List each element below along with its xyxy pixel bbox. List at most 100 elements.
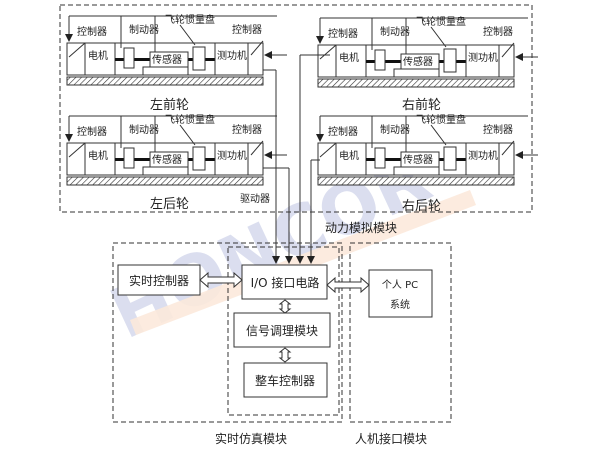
flywheel-icon bbox=[192, 146, 206, 171]
sensor-base bbox=[393, 166, 440, 176]
dyno-label: 测功机 bbox=[468, 51, 498, 64]
double-arrow-io-pc bbox=[326, 276, 370, 294]
controller-right-box bbox=[498, 142, 515, 176]
realtime-controller-label: 实时控制器 bbox=[129, 273, 189, 288]
controller-left-label: 控制器 bbox=[328, 27, 358, 40]
control-wires bbox=[320, 115, 528, 152]
flywheel-icon bbox=[192, 46, 206, 71]
realtime-controller-box bbox=[117, 264, 201, 296]
dyno-box bbox=[214, 42, 249, 76]
wheel-label-left-front: 左前轮 bbox=[150, 97, 189, 113]
controller-left-label: 控制器 bbox=[328, 125, 358, 138]
brake-label: 制动器 bbox=[129, 123, 159, 136]
flywheel-label: 飞轮惯量盘 bbox=[165, 113, 215, 126]
controller-left-label: 控制器 bbox=[77, 25, 107, 38]
io-frame bbox=[227, 246, 340, 416]
controller-right-box bbox=[247, 142, 264, 176]
control-wires bbox=[69, 115, 277, 152]
sensor-box bbox=[149, 151, 189, 168]
motor-label: 电机 bbox=[88, 49, 108, 62]
test-bench-right-front: 电机传感器测功机控制器制动器飞轮惯量盘控制器 bbox=[317, 15, 538, 88]
brake-icon bbox=[123, 47, 135, 69]
vehicle-controller-box bbox=[243, 362, 328, 398]
pc-label-1: 个人 PC bbox=[382, 279, 418, 291]
leader-line bbox=[430, 26, 447, 48]
brake-icon bbox=[374, 49, 386, 71]
brake-label: 制动器 bbox=[380, 25, 410, 38]
flywheel-icon bbox=[443, 146, 457, 171]
sensor-label: 传感器 bbox=[152, 53, 182, 66]
motor-label: 电机 bbox=[339, 51, 359, 64]
io-circuit-box bbox=[241, 264, 328, 300]
controller-right-box bbox=[498, 44, 515, 78]
controller-right-label: 控制器 bbox=[483, 25, 513, 38]
leader-line bbox=[68, 42, 86, 58]
vehicle-controller-label: 整车控制器 bbox=[255, 373, 315, 388]
double-arrow-rt-io bbox=[199, 271, 243, 289]
leader-line bbox=[501, 140, 515, 156]
motor-box bbox=[335, 44, 367, 78]
signal-lines bbox=[263, 54, 330, 264]
signal-conditioning-label: 信号调理模块 bbox=[246, 324, 318, 338]
controller-right-label: 控制器 bbox=[232, 123, 262, 136]
controller-left-box bbox=[317, 142, 337, 176]
controller-right-box bbox=[247, 42, 264, 76]
dyno-label: 测功机 bbox=[468, 149, 498, 162]
controller-left-label: 控制器 bbox=[77, 125, 107, 138]
realtime-sim-frame bbox=[112, 242, 343, 423]
flywheel-label: 飞轮惯量盘 bbox=[165, 13, 215, 26]
controller-right-label: 控制器 bbox=[483, 123, 513, 136]
dyno-label: 测功机 bbox=[217, 49, 247, 62]
motor-box bbox=[335, 142, 367, 176]
leader-line bbox=[319, 44, 337, 60]
motor-label: 电机 bbox=[339, 149, 359, 162]
sensor-base bbox=[142, 66, 189, 76]
sensor-label: 传感器 bbox=[152, 153, 182, 166]
brake-icon bbox=[374, 147, 386, 169]
flywheel-label: 飞轮惯量盘 bbox=[416, 15, 466, 28]
brake-icon bbox=[123, 147, 135, 169]
driver-label: 驱动器 bbox=[240, 193, 270, 205]
double-arrow-signal-vehicle bbox=[278, 347, 292, 363]
sensor-box bbox=[149, 51, 189, 68]
controller-right-label: 控制器 bbox=[232, 23, 262, 36]
realtime-sim-label: 实时仿真模块 bbox=[215, 431, 287, 446]
bench-base-hatch bbox=[66, 76, 264, 86]
controller-left-box bbox=[317, 44, 337, 78]
control-wires bbox=[320, 17, 528, 54]
leader-line bbox=[250, 40, 264, 56]
bench-base-hatch bbox=[317, 78, 515, 88]
leader-line bbox=[179, 24, 196, 46]
wheel-label-right-rear: 右后轮 bbox=[402, 199, 441, 214]
double-arrow-io-signal bbox=[278, 299, 292, 314]
power-module-frame bbox=[59, 4, 533, 213]
leader-line bbox=[430, 124, 447, 146]
flywheel-icon bbox=[443, 48, 457, 73]
hmi-frame bbox=[349, 242, 452, 423]
controller-left-box bbox=[66, 42, 86, 76]
controller-left-box bbox=[66, 142, 86, 176]
leader-line bbox=[250, 140, 264, 156]
brake-label: 制动器 bbox=[380, 123, 410, 136]
dyno-label: 测功机 bbox=[217, 149, 247, 162]
dyno-box bbox=[214, 142, 249, 176]
leader-line bbox=[319, 142, 337, 158]
sensor-label: 传感器 bbox=[403, 153, 433, 166]
pc-label-2: 系统 bbox=[390, 298, 410, 311]
sensor-box bbox=[400, 151, 440, 168]
motor-label: 电机 bbox=[88, 149, 108, 162]
signal-conditioning-box bbox=[233, 312, 331, 348]
leader-line bbox=[501, 42, 515, 58]
control-wires bbox=[69, 15, 277, 52]
leader-line bbox=[68, 142, 86, 158]
test-bench-left-front: 电机传感器测功机控制器制动器飞轮惯量盘控制器 bbox=[66, 13, 287, 86]
wheel-label-right-front: 右前轮 bbox=[402, 97, 441, 113]
bench-base-hatch bbox=[66, 176, 264, 186]
bench-base-hatch bbox=[317, 176, 515, 186]
leader-line bbox=[179, 124, 196, 146]
sensor-box bbox=[400, 53, 440, 70]
pc-box bbox=[368, 269, 433, 318]
test-bench-right-rear: 电机传感器测功机控制器制动器飞轮惯量盘控制器 bbox=[317, 113, 538, 186]
io-circuit-label: I/O 接口电路 bbox=[251, 275, 320, 290]
